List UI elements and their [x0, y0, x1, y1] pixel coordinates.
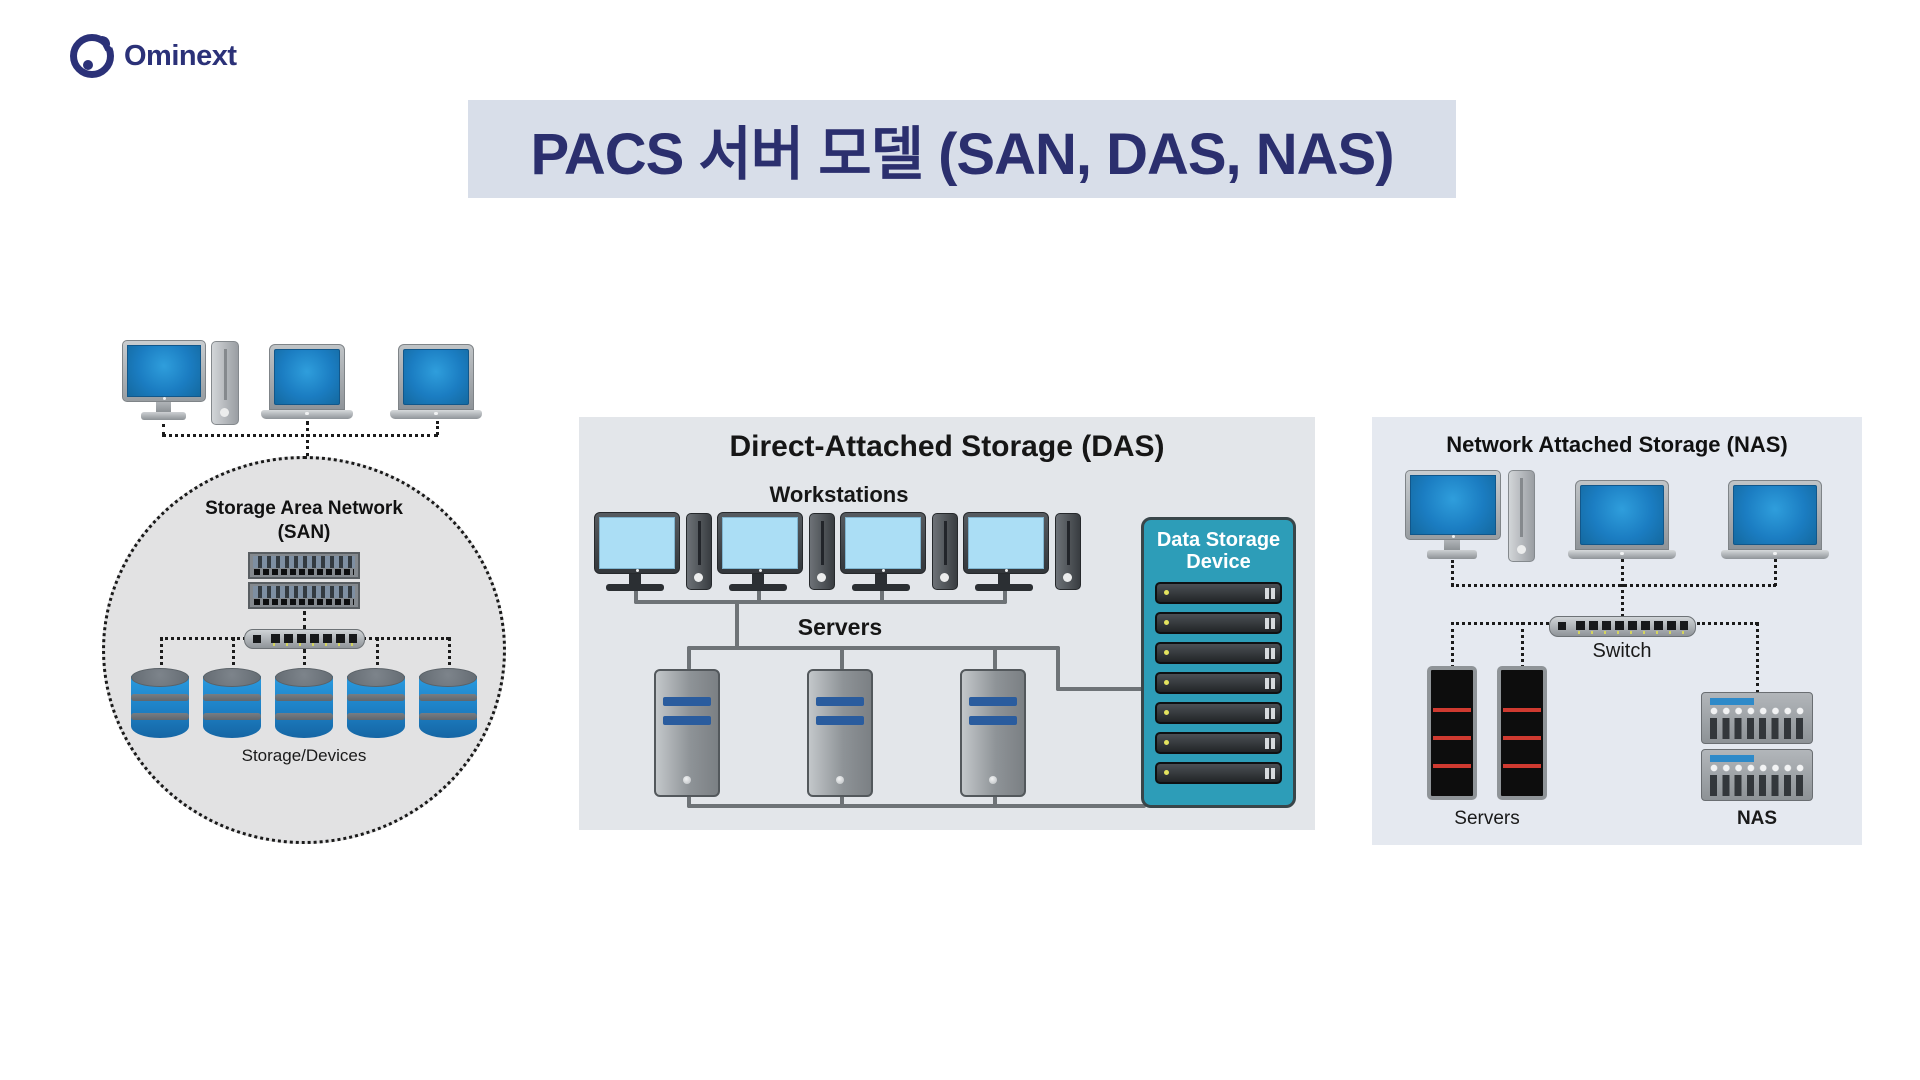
drive-bay-icon [1155, 761, 1282, 784]
das-cable [1003, 589, 1007, 604]
drive-bay-icon [1155, 731, 1282, 754]
san-connector-line [162, 424, 165, 435]
slide-title: PACS 서버 모델 (SAN, DAS, NAS) [530, 122, 1394, 187]
data-storage-device-icon: Data Storage Device [1141, 517, 1296, 808]
server-tower-icon [807, 669, 873, 797]
nas-connector-line [1621, 559, 1624, 617]
san-label: Storage Area Network (SAN) [205, 498, 403, 543]
drive-bay-icon [1155, 611, 1282, 634]
drive-bay-icon [1155, 671, 1282, 694]
san-connector-line [376, 637, 379, 673]
nas-connector-line [1697, 622, 1758, 625]
san-connector-line [306, 421, 309, 457]
nas-unit-icon [1701, 749, 1813, 801]
das-cable [687, 646, 691, 670]
server-tower-icon [654, 669, 720, 797]
storage-cylinder-icon [275, 668, 333, 738]
network-switch-icon [1549, 616, 1696, 637]
nas-unit-icon [1701, 692, 1813, 744]
server-tower-icon [960, 669, 1026, 797]
nas-connector-line [1521, 622, 1524, 668]
server-tower-icon [1497, 666, 1547, 800]
storage-cylinder-icon [419, 668, 477, 738]
das-cable [993, 795, 997, 808]
nas-device-label: NAS [1736, 808, 1778, 829]
storage-cylinder-icon [203, 668, 261, 738]
slide-title-bar: PACS 서버 모델 (SAN, DAS, NAS) [468, 100, 1456, 198]
storage-cylinder-icon [131, 668, 189, 738]
nas-servers-label: Servers [1454, 808, 1520, 829]
das-title: Direct-Attached Storage (DAS) [729, 430, 1165, 463]
das-cable [634, 600, 1007, 604]
nas-switch-label: Switch [1592, 640, 1652, 662]
das-cable [687, 804, 1146, 808]
das-workstations-label: Workstations [769, 482, 909, 507]
drive-bay-icon [1155, 581, 1282, 604]
nas-connector-line [1451, 622, 1549, 625]
nas-connector-line [1756, 622, 1759, 694]
san-connector-line [448, 637, 451, 673]
logo-text: Ominext [124, 39, 237, 72]
das-cable [840, 646, 844, 670]
das-cable [757, 589, 761, 604]
das-cable [634, 589, 638, 604]
san-connector-line [232, 637, 235, 673]
san-storage-label: Storage/Devices [241, 746, 367, 765]
storage-cylinder-icon [347, 668, 405, 738]
nas-connector-line [1451, 622, 1454, 668]
das-storage-device-label: Data Storage Device [1156, 529, 1281, 574]
nas-title: Network Attached Storage (NAS) [1446, 432, 1788, 457]
san-connector-line [436, 421, 439, 435]
das-cable [1056, 687, 1146, 691]
nas-connector-line [1774, 559, 1777, 586]
das-cable [993, 646, 997, 670]
das-cable [687, 795, 691, 808]
ominext-logo-icon [70, 29, 119, 80]
san-connector-line [162, 434, 438, 437]
das-cable [735, 600, 739, 650]
nas-connector-line [1451, 584, 1776, 587]
das-cable [880, 589, 884, 604]
san-connector-line [303, 611, 306, 629]
drive-bay-icon [1155, 701, 1282, 724]
das-cable [1056, 646, 1060, 691]
san-connector-line [303, 649, 306, 673]
das-servers-label: Servers [797, 614, 883, 640]
drive-bay-icon [1155, 641, 1282, 664]
san-connector-line [160, 637, 163, 673]
das-cable [687, 646, 1060, 650]
das-cable [840, 795, 844, 808]
network-switch-icon [244, 629, 365, 649]
server-tower-icon [1427, 666, 1477, 800]
logo: Ominext [70, 29, 237, 80]
nas-connector-line [1451, 560, 1454, 586]
